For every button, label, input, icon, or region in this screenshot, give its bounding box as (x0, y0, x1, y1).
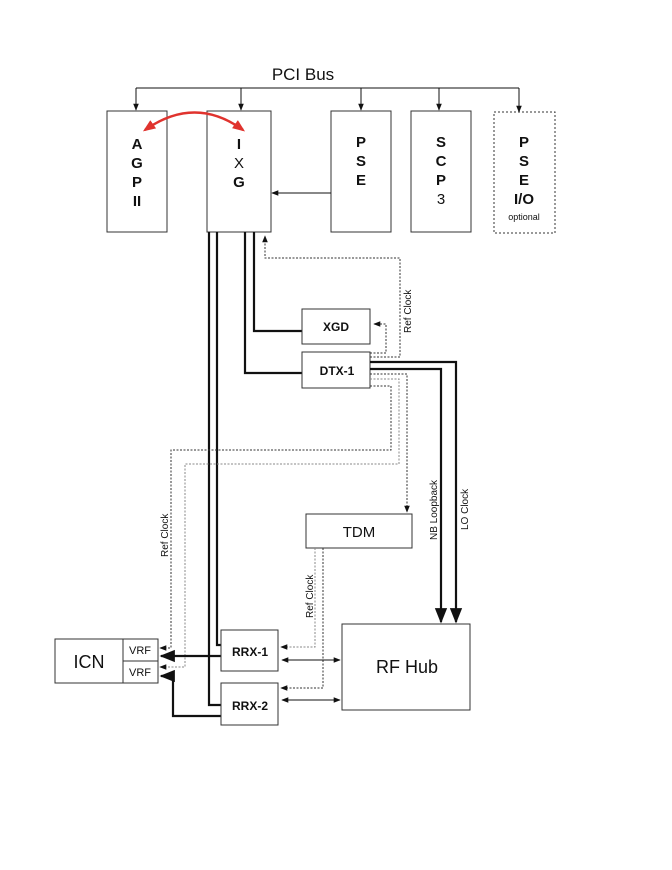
agp-label-2: P (132, 174, 142, 191)
rrx2-icn-link (159, 669, 221, 718)
pse-io-label-0: P (519, 134, 529, 151)
ref-clock-icn-label: Ref Clock (160, 513, 171, 557)
pci-bus-label: PCI Bus (272, 65, 334, 84)
pse-block[interactable]: P S E (330, 110, 392, 233)
icn-label: ICN (74, 652, 105, 672)
ixg-label-0: I (237, 136, 241, 153)
agp-label-0: A (132, 136, 143, 153)
rf-hub-block[interactable]: RF Hub (341, 623, 471, 711)
rrx-1-label: RRX-1 (232, 645, 268, 659)
agp-ii-block[interactable]: A G P II (106, 110, 168, 233)
pse-io-block[interactable]: P S E I/O optional (493, 111, 556, 234)
scp-label-0: S (436, 134, 446, 151)
nb-loopback-label: NB Loopback (429, 479, 440, 540)
ref-clock-ixg-link (262, 235, 401, 358)
scp3-block[interactable]: S C P 3 (410, 110, 472, 233)
ref-clock-icn-vrf2-link (159, 378, 400, 670)
nb-loopback-link (370, 367, 448, 624)
lo-clock-link (370, 360, 463, 624)
agp-ixg-link (142, 111, 246, 132)
ref-clock-tdm-label: Ref Clock (305, 574, 316, 618)
ref-clock-rrx2-link (280, 548, 324, 691)
ref-clock-icn-vrf1-link (159, 385, 392, 651)
dtx-1-label: DTX-1 (320, 364, 355, 378)
ixg-dtx-link (243, 232, 302, 375)
ixg-xgd-link (252, 232, 302, 333)
scp-label-2: P (436, 172, 446, 189)
pse-io-label-1: S (519, 153, 529, 170)
ref-clock-ixg-label: Ref Clock (403, 289, 414, 333)
agp-label-1: G (131, 155, 143, 172)
pse-label-2: E (356, 172, 366, 189)
pse-label-0: P (356, 134, 366, 151)
dtx-xgd-link (370, 321, 387, 354)
ixg-rrx-links (207, 232, 221, 707)
pse-io-optional-note: optional (508, 212, 540, 222)
xgd-label: XGD (323, 320, 349, 334)
scp-label-1: C (436, 153, 447, 170)
ixg-block[interactable]: I X G (206, 110, 272, 233)
rf-hub-label: RF Hub (376, 657, 438, 677)
vrf-1-port[interactable]: VRF (122, 638, 159, 662)
ixg-label-1: X (234, 155, 244, 172)
ref-clock-rrx1-link (280, 548, 316, 650)
ixg-label-2: G (233, 174, 245, 191)
pci-bus (133, 87, 522, 113)
tdm-label: TDM (343, 524, 376, 541)
pse-label-1: S (356, 153, 366, 170)
rrx-2-label: RRX-2 (232, 699, 268, 713)
agp-label-3: II (133, 193, 141, 210)
pse-io-label-3: I/O (514, 191, 534, 208)
dtx-1-block[interactable]: DTX-1 (301, 351, 371, 389)
lo-clock-label: LO Clock (460, 488, 471, 530)
vrf-2-label: VRF (129, 667, 151, 679)
vrf-1-label: VRF (129, 645, 151, 657)
rrx-2-block[interactable]: RRX-2 (220, 682, 279, 726)
vrf-2-port[interactable]: VRF (122, 660, 159, 684)
tdm-block[interactable]: TDM (305, 513, 413, 549)
xgd-block[interactable]: XGD (301, 308, 371, 345)
scp-label-3: 3 (437, 191, 445, 208)
icn-block[interactable]: ICN (54, 638, 124, 684)
dtx-tdm-link (370, 373, 410, 513)
pse-io-label-2: E (519, 172, 529, 189)
rrx-1-block[interactable]: RRX-1 (220, 629, 279, 672)
